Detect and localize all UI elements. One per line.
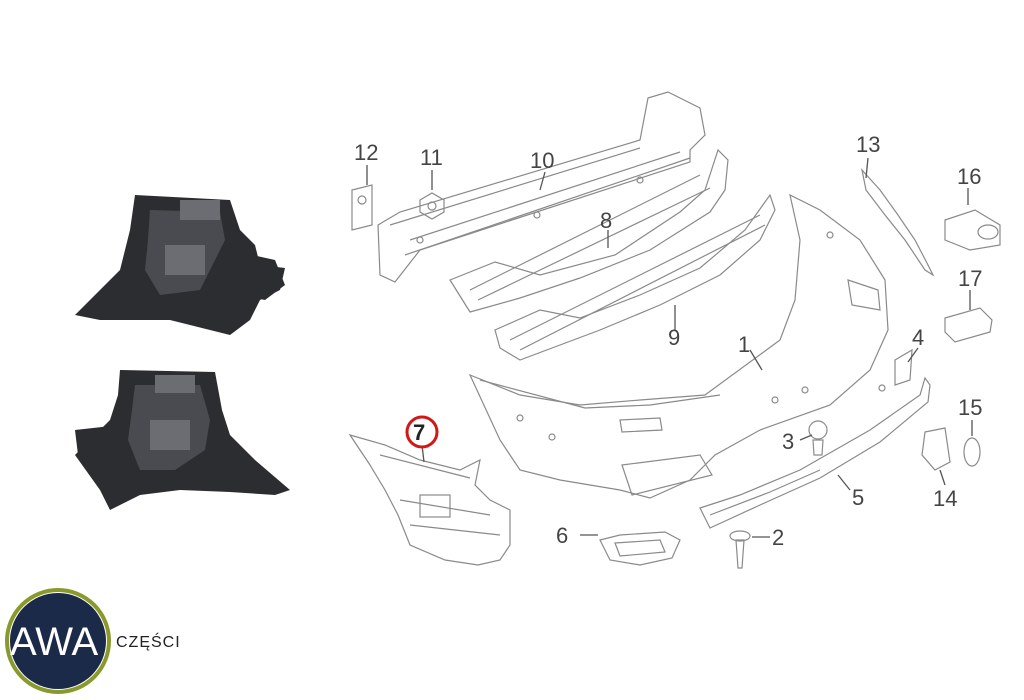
callout-label-4: 4 <box>912 325 924 350</box>
callout-label-11: 11 <box>420 145 443 170</box>
logo-text: AWA <box>10 620 98 664</box>
part-5-diffuser <box>699 376 931 529</box>
callout-label-8: 8 <box>600 208 612 233</box>
callout-label-17: 17 <box>958 266 982 291</box>
callout-label-13: 13 <box>856 132 880 157</box>
callout-label-3: 3 <box>782 429 794 454</box>
part-3-rivet <box>808 420 828 456</box>
part-4-clip <box>878 348 913 392</box>
bracket-photo-bottom <box>75 370 290 510</box>
callout-arrows <box>366 157 973 538</box>
part-8-absorber <box>449 148 729 313</box>
part-6-trim <box>599 531 681 566</box>
highlight-callout-7: 7 <box>405 415 439 449</box>
callout-label-9: 9 <box>668 325 680 350</box>
part-10-bumper-beam <box>377 91 706 283</box>
callout-label-12: 12 <box>354 140 378 165</box>
part-2-screw <box>729 530 751 569</box>
callout-label-15: 15 <box>958 395 982 420</box>
callout-label-7: 7 <box>413 420 425 445</box>
part-14-holder <box>921 427 951 471</box>
callout-label-16: 16 <box>957 164 981 189</box>
part-12-plate <box>351 184 373 231</box>
part-11-nut <box>419 192 445 220</box>
callout-label-14: 14 <box>933 486 957 511</box>
callout-label-10: 10 <box>530 148 554 173</box>
part-9-guide <box>494 193 776 361</box>
part-15-ring <box>963 437 981 467</box>
part-7-bracket <box>348 433 511 566</box>
awa-logo: AWA <box>5 588 111 694</box>
part-16-sensor <box>944 209 1001 251</box>
bracket-photo-top <box>75 195 285 335</box>
callout-label-2: 2 <box>772 525 784 550</box>
logo-suffix: CZĘŚCI <box>116 632 181 651</box>
callout-label-5: 5 <box>852 485 864 510</box>
callout-label-6: 6 <box>556 523 568 548</box>
part-17-sensor-bracket <box>944 307 993 343</box>
callout-label-1: 1 <box>738 332 750 357</box>
part-13-strip <box>860 167 935 277</box>
part-1-bumper-cover <box>468 193 889 499</box>
